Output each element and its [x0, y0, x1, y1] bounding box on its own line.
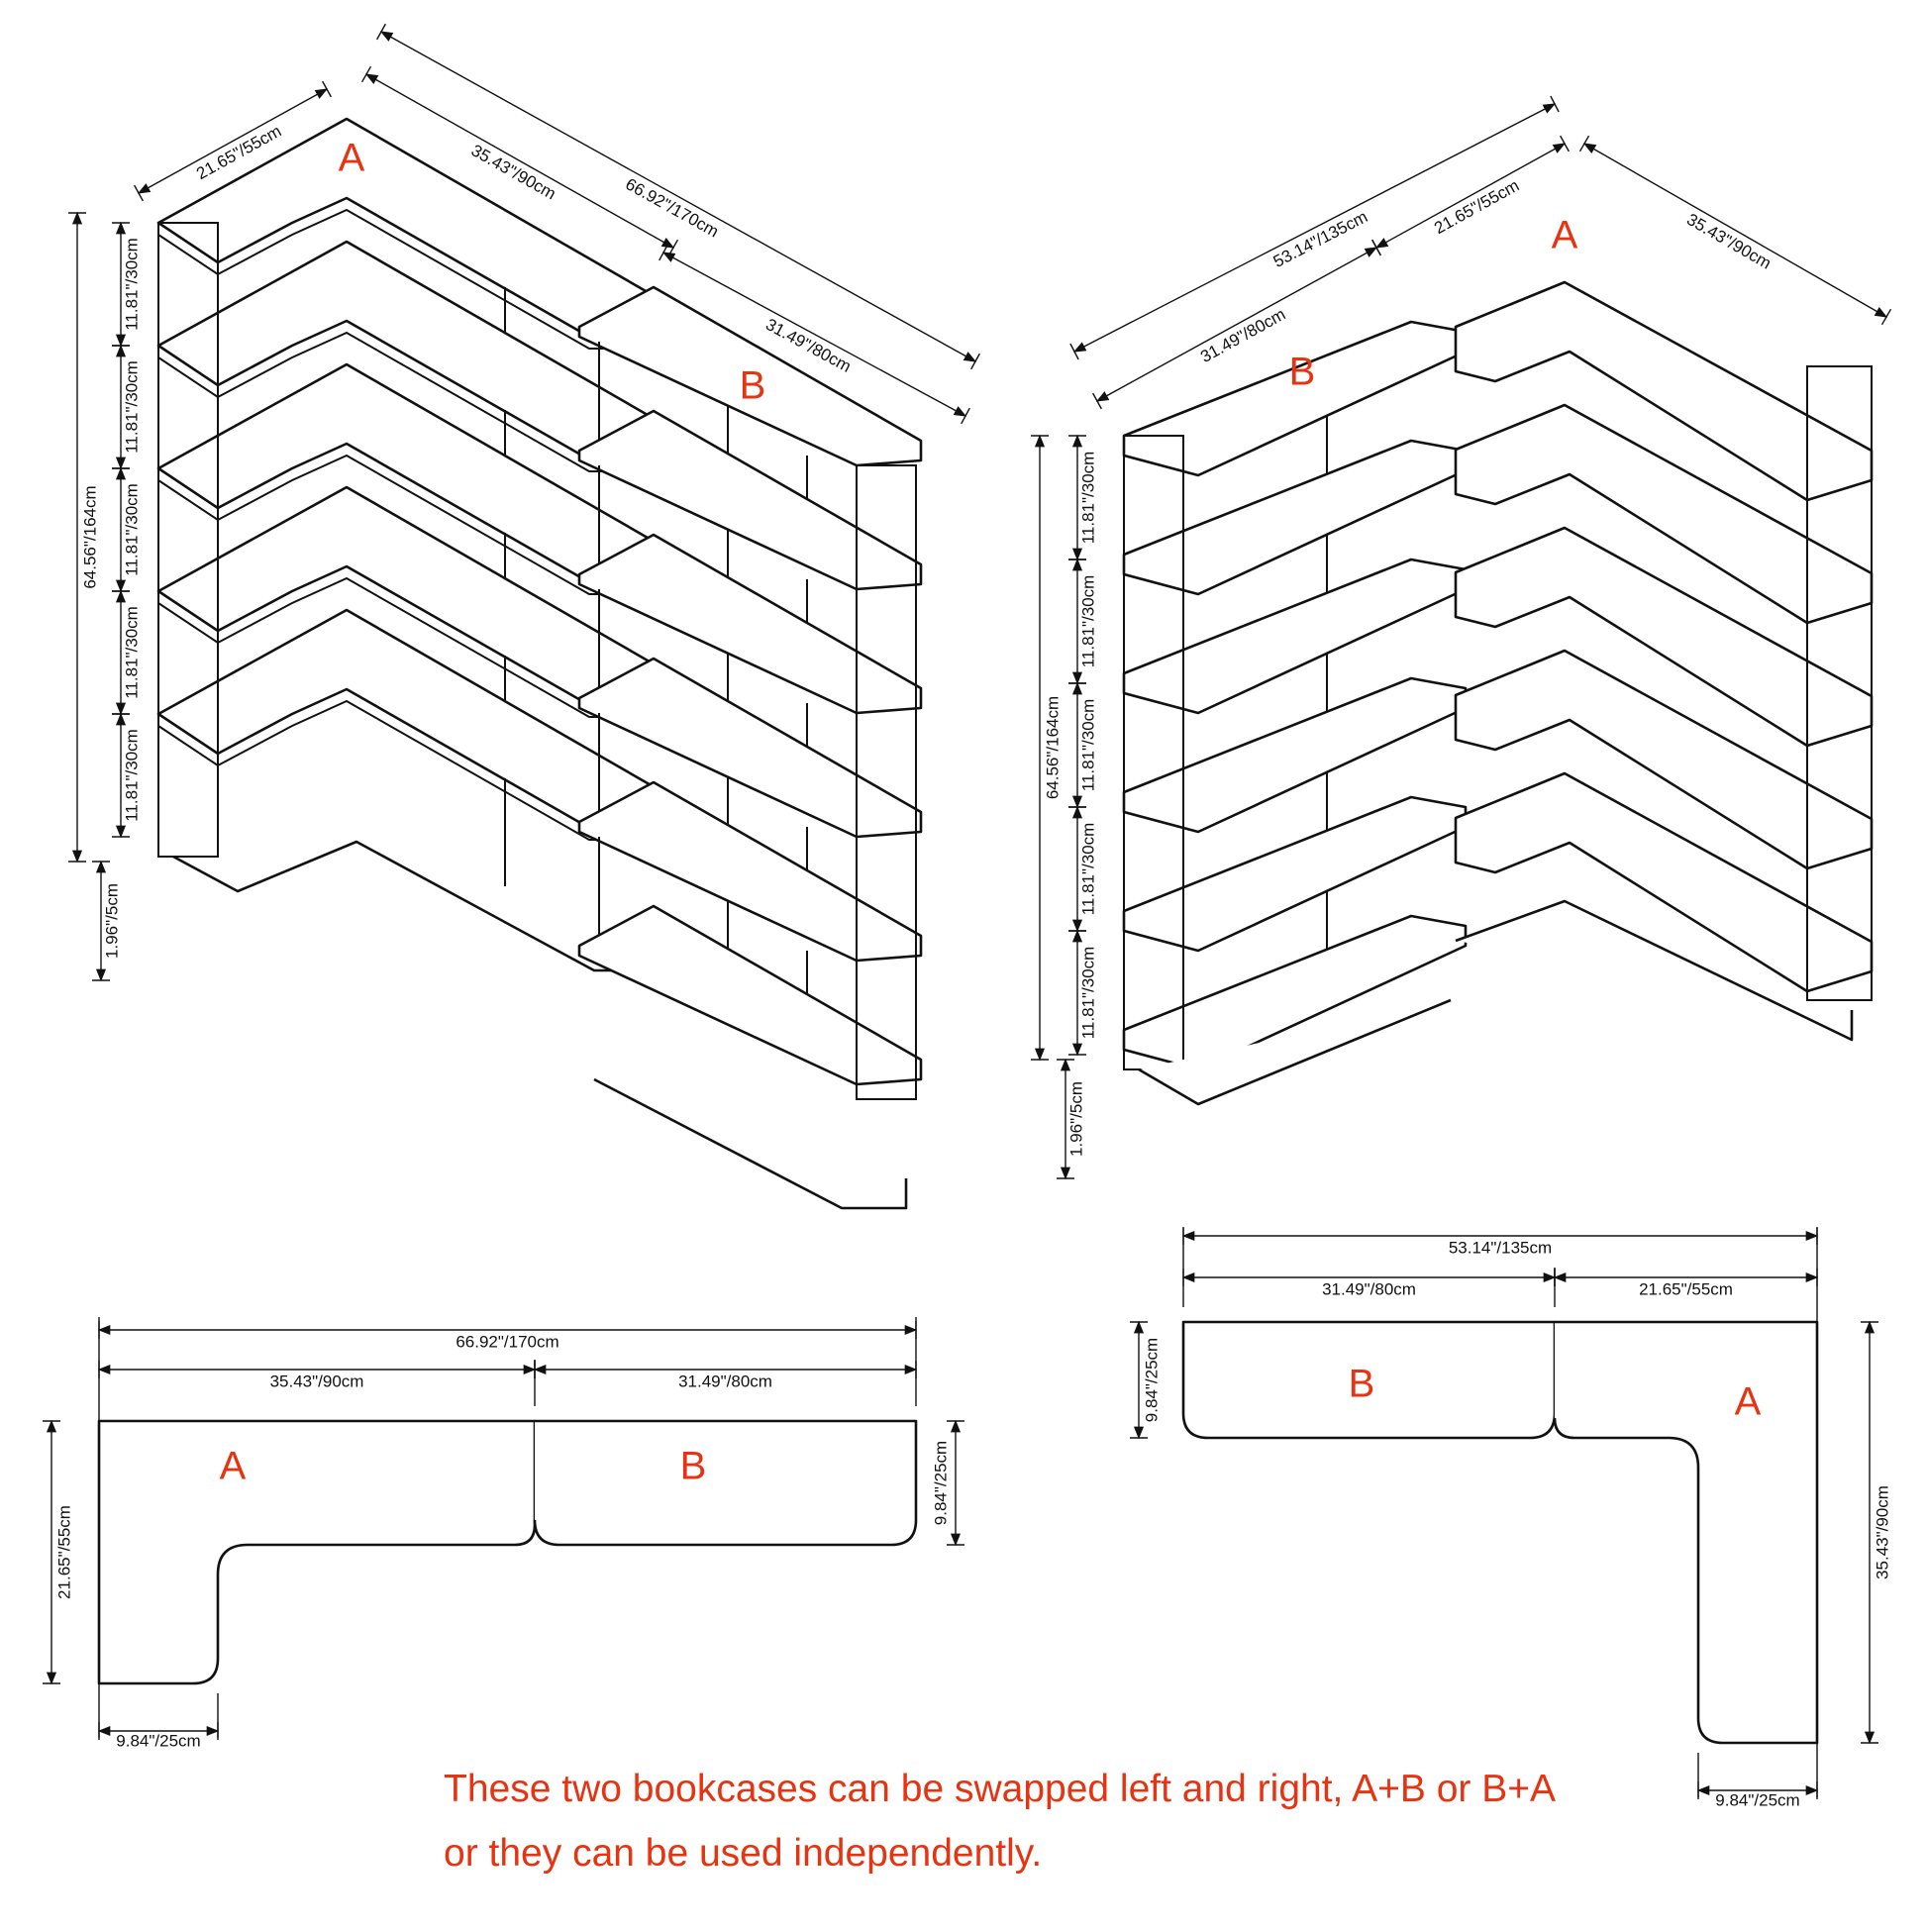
- plan-left-b-outline: [533, 1419, 918, 1547]
- iso-left-shelf-gap-dim: 11.81"/30cm: [122, 606, 141, 699]
- iso-right-b-length-dim-line: [1095, 247, 1378, 402]
- iso-right-a-length-dim-tick: [1880, 308, 1892, 326]
- iso-left-a-length-dim-tick: [667, 239, 679, 256]
- iso-right-total-dim-tick: [1069, 343, 1079, 360]
- iso-left-total-dim: 66.92"/170cm: [622, 174, 721, 241]
- label-layer: 21.65"/55cm 35.43"/90cm 66.92"/170cm 31.49"…: [54, 122, 1891, 1810]
- plan-right-depth-b-dim: 9.84"/25cm: [1142, 1338, 1161, 1422]
- side-panel-ra: [1806, 365, 1873, 1001]
- iso-right-shelf-gap-dim: 11.81"/30cm: [1078, 699, 1097, 792]
- plan-right-total-dim: 53.14"/135cm: [1449, 1238, 1552, 1257]
- iso-right-label-b: B: [1289, 351, 1316, 394]
- iso-left-depth-dim-line: [137, 88, 329, 194]
- iso-left-total-dim-tick: [970, 353, 980, 370]
- base-rb: [1138, 998, 1452, 1106]
- iso-right-b-length-dim-tick: [1092, 392, 1102, 410]
- iso-right-a-length-dim-tick: [1578, 135, 1590, 153]
- iso-right-shelf-gap-dim: 11.81"/30cm: [1078, 823, 1097, 916]
- note-line-2: or they can be used independently.: [444, 1832, 1043, 1875]
- iso-left-b-length-dim-tick: [659, 244, 668, 261]
- iso-right-shelf-gap-dim: 11.81"/30cm: [1078, 947, 1097, 1040]
- shelf-b-3: [577, 533, 923, 715]
- base-b: [593, 1077, 908, 1210]
- plan-left-leg-width-dim: 9.84"/25cm: [116, 1731, 200, 1750]
- iso-left-shelf-gap-dim: 11.81"/30cm: [122, 483, 141, 576]
- iso-right-a-length-dim: 35.43"/90cm: [1683, 210, 1775, 273]
- iso-right-a-length-dim-line: [1582, 143, 1888, 318]
- iso-left-shelf-gap-dim: 11.81"/30cm: [122, 729, 141, 822]
- iso-right-base-dim: 1.96"/5cm: [1066, 1081, 1085, 1157]
- plan-right-leg-width-dim: 9.84"/25cm: [1715, 1790, 1799, 1809]
- iso-left-base-dim: 1.96"/5cm: [102, 883, 121, 959]
- iso-right-total-dim: 53.14"/135cm: [1270, 207, 1370, 271]
- iso-left-depth-dim-tick: [134, 184, 144, 202]
- side-panel-a: [157, 222, 219, 858]
- iso-right-depth-dim-tick: [1560, 135, 1570, 153]
- iso-left-height-dim: 64.56"/164cm: [80, 485, 99, 588]
- iso-right-label-a: A: [1552, 214, 1578, 257]
- iso-left-total-dim-tick: [376, 23, 386, 41]
- plan-left-total-dim: 66.92"/170cm: [456, 1332, 558, 1351]
- iso-right-depth-dim-line: [1374, 143, 1567, 249]
- iso-right-shelf-gap-dim: 11.81"/30cm: [1078, 575, 1097, 668]
- iso-left-b-length-dim-line: [661, 252, 967, 417]
- plan-right-label-b: B: [1349, 1363, 1375, 1406]
- iso-left-label-b: B: [740, 364, 766, 408]
- iso-left-shelf-gap-dim: 11.81"/30cm: [122, 238, 141, 331]
- iso-right-height-dim: 64.56"/164cm: [1043, 696, 1062, 799]
- plan-right-label-a: A: [1735, 1380, 1762, 1424]
- shelf-b-5: [577, 780, 923, 963]
- plan-left-depth-b-dim: 9.84"/25cm: [931, 1441, 950, 1525]
- shelf-b-2: [577, 409, 923, 591]
- plan-left-b-width-dim: 31.49"/80cm: [678, 1372, 772, 1390]
- plan-right-a-width-dim: 21.65"/55cm: [1639, 1279, 1733, 1298]
- iso-right-depth-dim: 21.65"/55cm: [1431, 176, 1522, 239]
- iso-right-total-dim-tick: [1550, 95, 1560, 113]
- shelf-b-6: [577, 904, 923, 1086]
- iso-left-label-a: A: [339, 137, 365, 180]
- plan-right-a-outline: [1553, 1320, 1819, 1745]
- plan-left-depth-total-dim: 21.65"/55cm: [54, 1505, 73, 1599]
- plan-right-b-width-dim: 31.49"/80cm: [1322, 1279, 1416, 1298]
- drawing-layer: [43, 23, 1892, 1799]
- iso-left-depth-dim-tick: [322, 80, 332, 98]
- iso-right-depth-dim-tick: [1371, 239, 1381, 256]
- iso-left-b-length-dim-tick: [961, 407, 970, 425]
- iso-right-shelf-gap-dim: 11.81"/30cm: [1078, 452, 1097, 545]
- iso-left-a-length-dim-tick: [360, 65, 372, 83]
- base-ra: [1455, 899, 1854, 1042]
- side-panel-b: [856, 464, 917, 1100]
- plan-left-a-width-dim: 35.43"/90cm: [270, 1372, 364, 1390]
- note-line-1: These two bookcases can be swapped left …: [444, 1768, 1557, 1810]
- plan-left-label-a: A: [220, 1445, 247, 1488]
- plan-left-a-outline: [97, 1419, 537, 1685]
- iso-left-a-length-dim: 35.43"/90cm: [468, 141, 559, 203]
- iso-right-b-length-dim: 31.49"/80cm: [1197, 305, 1288, 366]
- shelf-b-4: [577, 657, 923, 839]
- plan-right-depth-total-dim: 35.43"/90cm: [1873, 1485, 1891, 1579]
- iso-left-shelf-gap-dim: 11.81"/30cm: [122, 360, 141, 454]
- plan-left-label-b: B: [680, 1445, 707, 1488]
- side-panel-rb: [1123, 435, 1184, 1070]
